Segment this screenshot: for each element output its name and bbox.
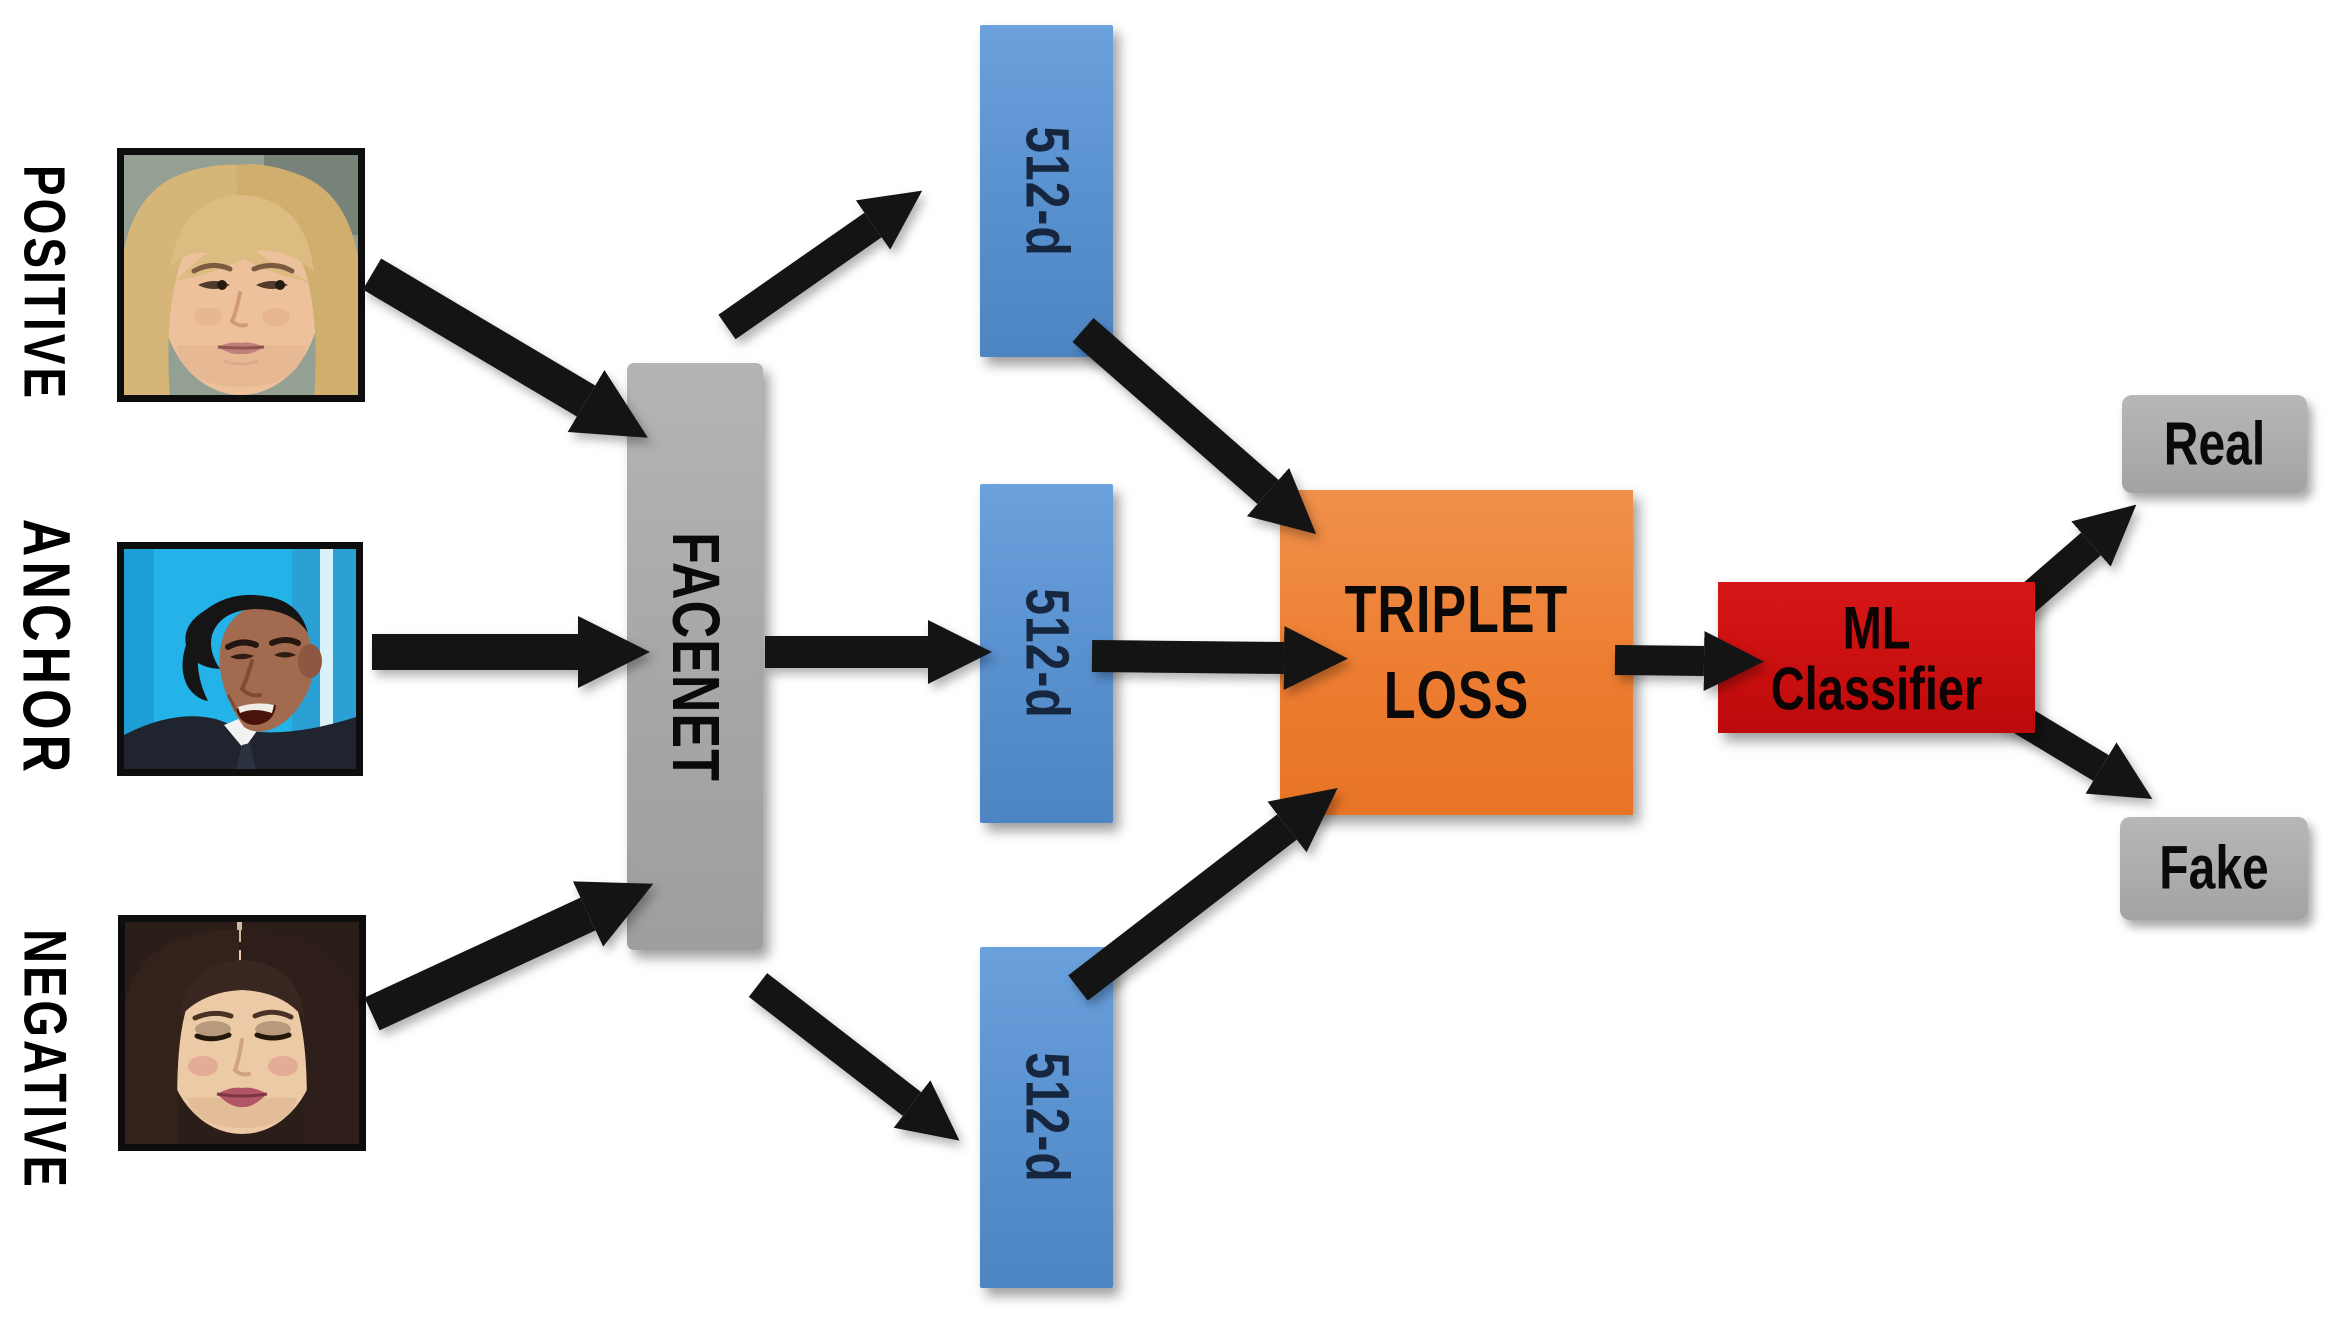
- fake-box: Fake: [2120, 817, 2308, 920]
- triplet-loss-box: TRIPLET LOSS: [1280, 490, 1633, 815]
- anchor-label-text: ANCHOR: [7, 518, 83, 778]
- blonde-woman-face-illustration: [124, 155, 358, 395]
- positive-face-image: [117, 148, 365, 402]
- ml-classifier-label-line1: ML: [1842, 593, 1911, 661]
- facenet-label: FACENET: [657, 531, 733, 782]
- positive-label-text: POSITIVE: [11, 164, 79, 402]
- arrow-negative-to-facenet: [364, 881, 654, 1031]
- dark-haired-woman-face-illustration: [125, 922, 359, 1144]
- ml-classifier-box: ML Classifier: [1718, 582, 2035, 733]
- triplet-loss-label-line1: TRIPLET: [1344, 572, 1569, 647]
- negative-label-text: NEGATIVE: [11, 928, 79, 1190]
- anchor-label: ANCHOR: [0, 519, 195, 777]
- positive-label: POSITIVE: [0, 165, 195, 401]
- embedding-box-middle: 512-d: [980, 484, 1113, 823]
- embedding-box-bottom: 512-d: [980, 947, 1113, 1288]
- embedding-top-label: 512-d: [1012, 125, 1081, 257]
- negative-label: NEGATIVE: [0, 929, 200, 1190]
- embedding-box-top: 512-d: [980, 25, 1113, 357]
- arrow-facenet-to-embedding-top: [718, 190, 923, 340]
- triplet-loss-label-line2: LOSS: [1383, 658, 1530, 733]
- facenet-box: FACENET: [627, 363, 763, 950]
- fake-label: Fake: [2159, 834, 2269, 903]
- embedding-middle-label: 512-d: [1012, 588, 1081, 719]
- anchor-face-image: [117, 542, 363, 776]
- real-label: Real: [2163, 410, 2266, 478]
- arrow-positive-to-facenet: [362, 258, 648, 438]
- man-face-illustration: [124, 549, 356, 769]
- real-box: Real: [2122, 395, 2307, 493]
- embedding-bottom-label: 512-d: [1012, 1052, 1081, 1183]
- ml-classifier-label-line2: Classifier: [1770, 654, 1983, 722]
- negative-face-image: [118, 915, 366, 1151]
- arrow-embedding-middle-to-triplet-loss: [1091, 626, 1348, 690]
- arrow-facenet-to-embedding-bottom: [748, 973, 960, 1141]
